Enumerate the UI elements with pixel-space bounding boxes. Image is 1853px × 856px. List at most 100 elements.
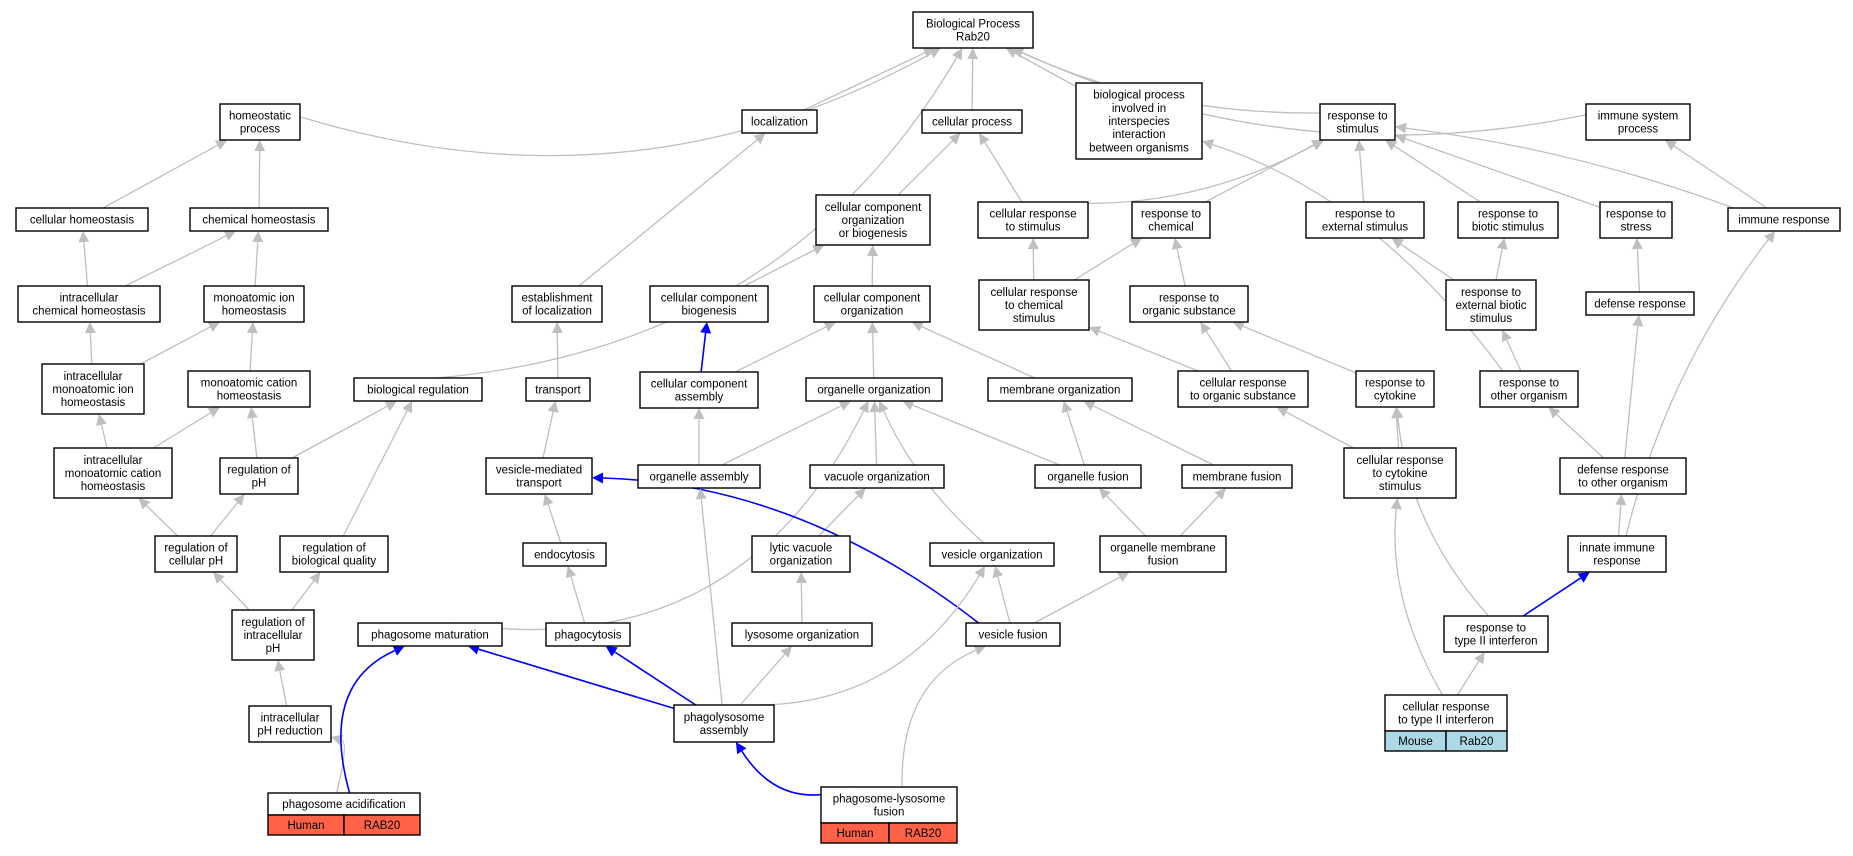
term-box — [809, 464, 945, 489]
edge-vesicle-fusion-to-organelle-mem-fusion — [1034, 572, 1130, 624]
arrowhead — [84, 322, 96, 334]
arrowhead — [858, 401, 869, 414]
arrowhead — [1129, 238, 1142, 249]
term-label: lytic vacuole — [770, 542, 833, 554]
edge-resp-ifng-to-resp-cytokine — [1392, 407, 1490, 617]
edge-line — [249, 332, 253, 372]
edge-chem-homeo-to-homeostatic — [254, 140, 266, 209]
term-label: phagosome acidification — [282, 799, 405, 811]
arrowhead — [700, 322, 712, 334]
arrowhead — [543, 494, 554, 507]
edge-line — [743, 249, 815, 287]
arrowhead — [551, 322, 563, 334]
arrowhead — [254, 140, 266, 152]
arrowhead — [1665, 140, 1678, 151]
term-label: biological process — [1093, 90, 1185, 102]
edge-cell-resp-ifng-to-resp-ifng — [1456, 652, 1485, 696]
term-box — [637, 464, 761, 489]
edge-endocytosis-to-vesicle-transport — [543, 494, 562, 544]
term-box — [1305, 201, 1425, 239]
term-box — [357, 622, 503, 647]
term-label: intracellular — [60, 292, 119, 304]
term-label: organization — [842, 215, 905, 227]
arrowhead — [780, 646, 792, 658]
arrowhead — [309, 572, 321, 585]
edge-line — [1394, 145, 1481, 203]
edge-line — [1673, 145, 1768, 209]
term-label: cellular component — [651, 378, 748, 390]
term-label: phagocytosis — [554, 630, 621, 642]
term-box — [1567, 535, 1667, 573]
term-label: or biogenesis — [839, 228, 908, 240]
edge-line — [478, 648, 675, 710]
edge-cell-resp-chem-to-resp-chem — [1073, 238, 1142, 281]
arrowhead — [973, 645, 986, 656]
edge-cell-resp-cytokine-to-cell-resp-org — [1276, 407, 1354, 449]
arrowhead — [911, 321, 924, 332]
edge-cell-resp-chem-to-cell-resp-stim — [1027, 238, 1039, 281]
edge-cell-homeo-to-homeostatic — [102, 140, 228, 209]
term-box — [203, 285, 305, 323]
edge-line — [556, 332, 559, 379]
edge-line — [89, 332, 93, 365]
term-label: innate immune — [1579, 542, 1654, 554]
term-label: response to — [1365, 377, 1425, 389]
term-box — [219, 457, 299, 495]
term-label: stimulus — [1470, 313, 1512, 325]
term-label: immune system — [1598, 110, 1679, 122]
edge-resp-biotic-to-resp-stim — [1385, 140, 1481, 203]
term-label: stimulus — [1013, 313, 1055, 325]
edge-intra-monocat-to-monocat-homeo — [153, 407, 220, 449]
species-label: Human — [287, 820, 324, 832]
go-term-vesicle-fusion: vesicle fusion — [965, 622, 1061, 647]
term-label: Biological Process — [926, 18, 1020, 30]
edge-line — [83, 241, 89, 287]
arrowhead — [838, 401, 851, 411]
arrowhead — [854, 488, 866, 500]
edge-phago-acid-to-phago-mat — [340, 645, 405, 794]
edge-line — [901, 649, 977, 788]
term-label: vesicle-mediated — [496, 464, 582, 476]
term-label: response to — [1499, 377, 1559, 389]
arrowhead — [402, 401, 413, 414]
gene-cell — [343, 814, 421, 836]
edge-line — [1397, 417, 1490, 617]
term-label: endocytosis — [534, 550, 595, 562]
term-label: to organic substance — [1190, 391, 1296, 403]
term-box — [1727, 207, 1841, 232]
arrowhead — [948, 133, 961, 145]
edge-line — [578, 139, 758, 287]
edge-line — [1285, 411, 1354, 449]
go-term-bioreg: biological regulation — [353, 377, 483, 402]
go-term-vacuole-org: vacuole organization — [809, 464, 945, 489]
arrowhead — [695, 488, 707, 500]
arrowhead — [811, 245, 825, 255]
edge-line — [739, 653, 786, 706]
arrowhead — [1202, 139, 1215, 150]
go-term-transport: transport — [525, 377, 591, 402]
edge-line — [921, 326, 1035, 379]
arrowhead — [979, 133, 990, 146]
term-box — [545, 622, 631, 647]
arrowhead — [1012, 47, 1025, 58]
edge-line — [340, 649, 396, 794]
species-label: Mouse — [1398, 736, 1433, 748]
term-label: interaction — [1112, 129, 1165, 141]
term-label: cellular component — [825, 202, 922, 214]
edge-line — [1212, 143, 1504, 372]
term-label: cellular response — [990, 208, 1077, 220]
term-label: organelle assembly — [649, 472, 748, 484]
edge-resp-ext-biotic-to-resp-biotic — [1495, 238, 1508, 281]
edge-line — [140, 326, 211, 365]
edge-membrane-org-to-cc-org — [911, 321, 1035, 379]
term-label: phagosome-lysosome — [833, 793, 946, 805]
edge-line — [1359, 150, 1365, 203]
arrowhead — [252, 231, 264, 243]
term-label: phagosome maturation — [371, 630, 489, 642]
term-label: external stimulus — [1322, 222, 1409, 234]
edge-organelle-mem-fusion-to-organelle-fusion — [1099, 488, 1147, 537]
